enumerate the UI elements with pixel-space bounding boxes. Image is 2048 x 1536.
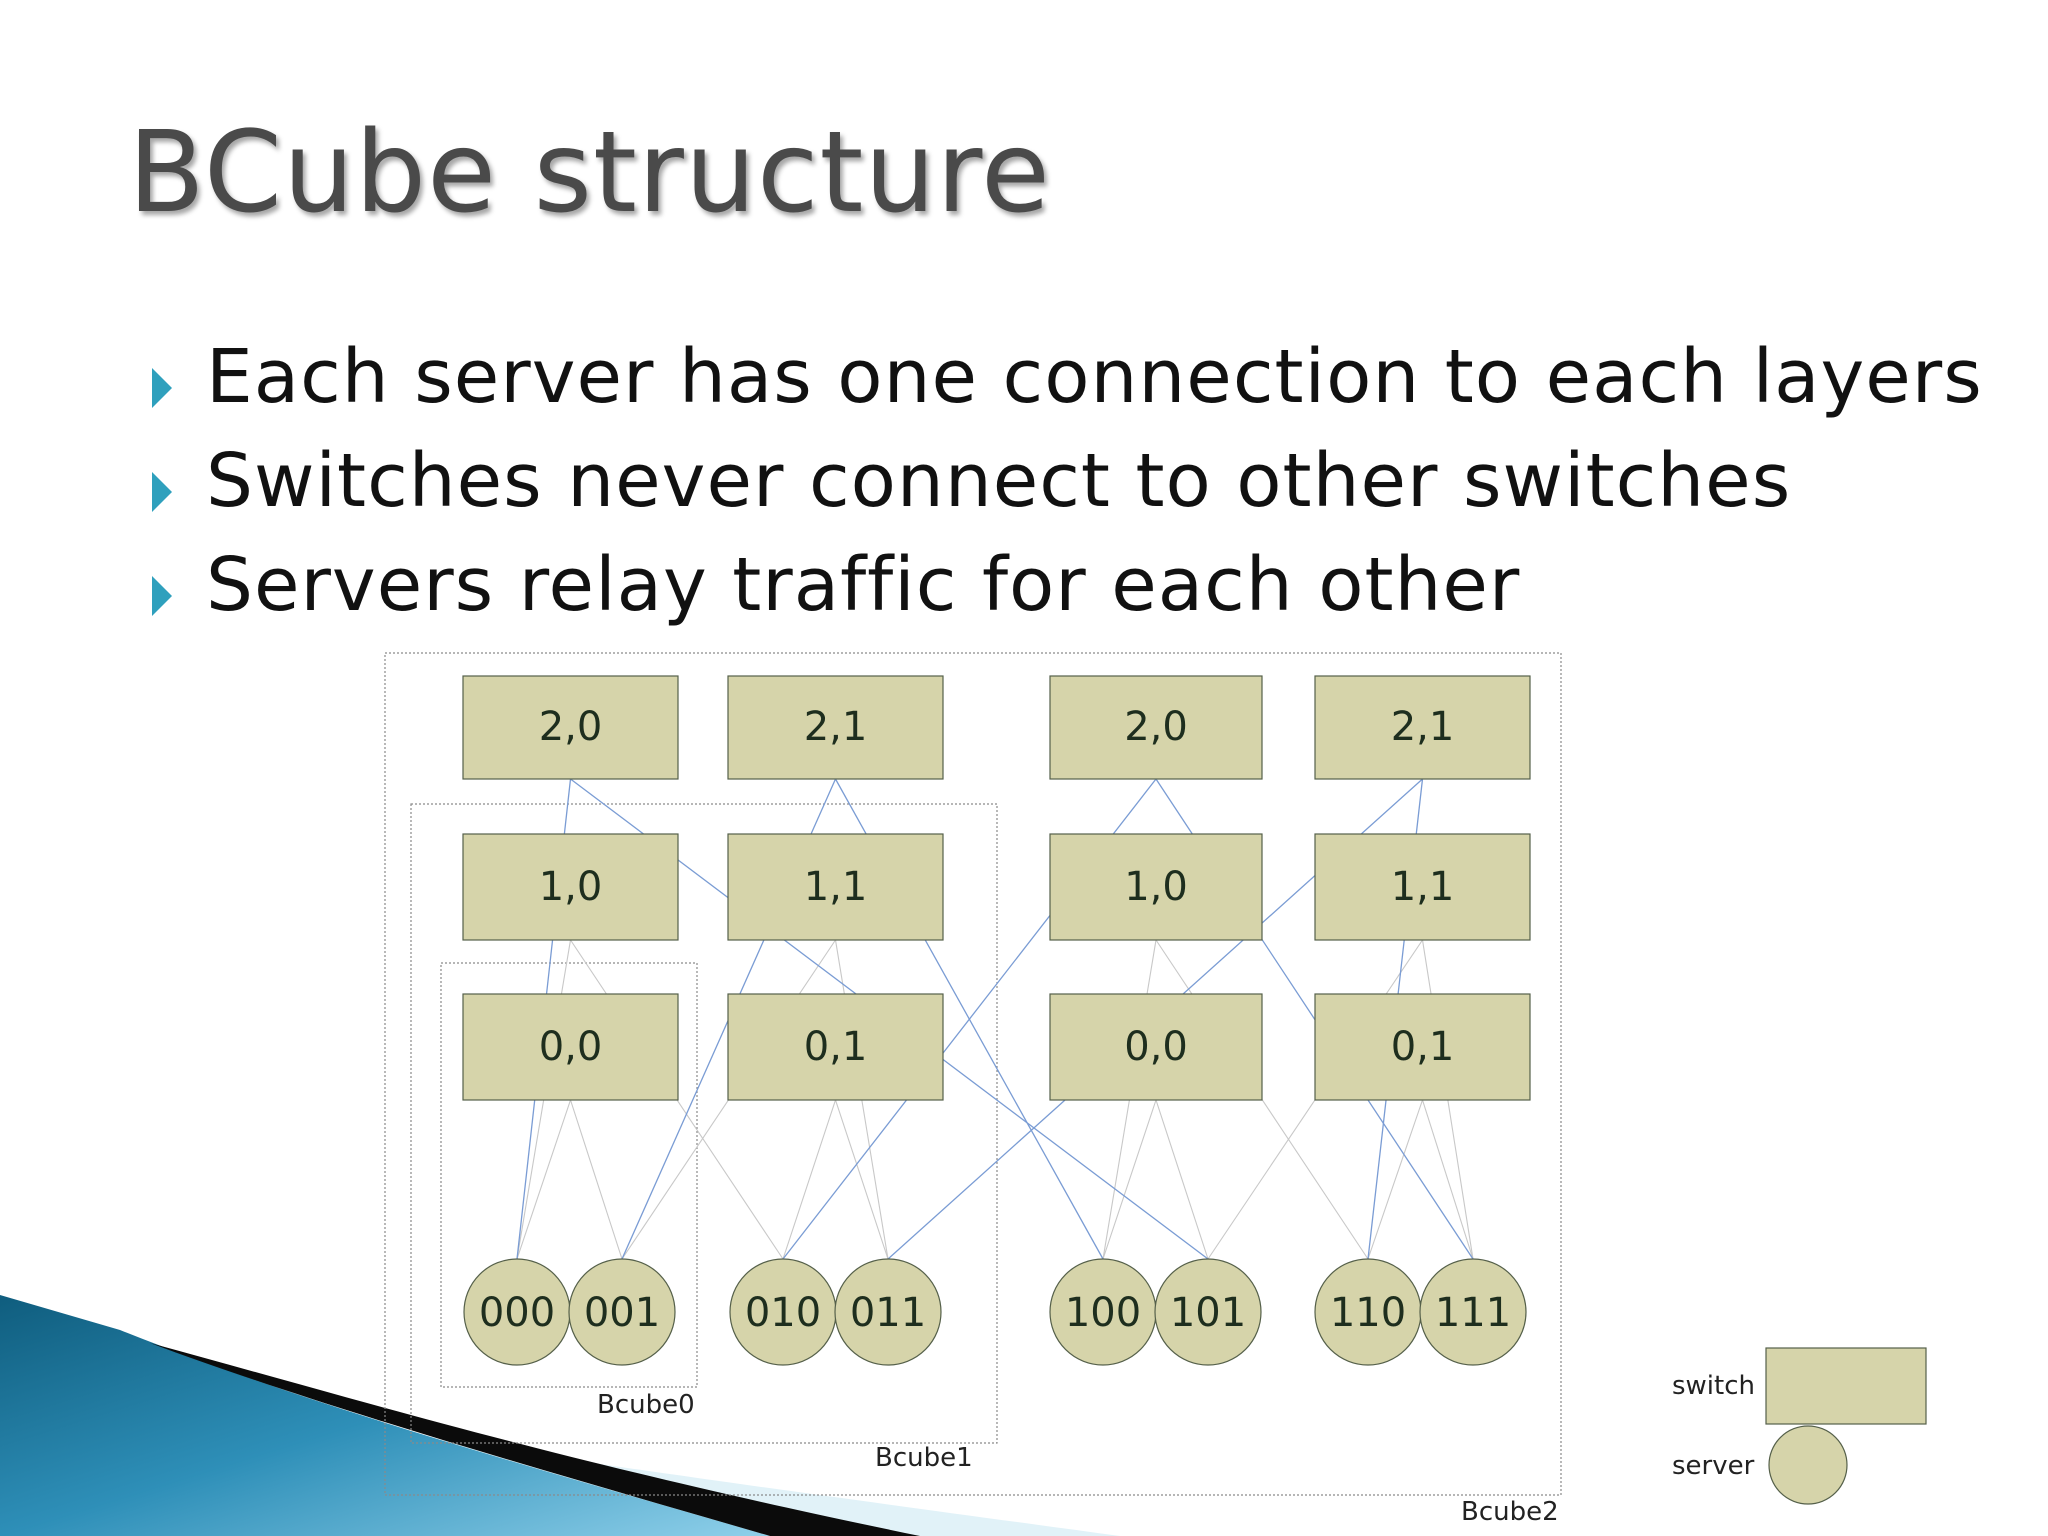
switch-row-level1: 1,0 1,1 1,0 1,1 [462, 833, 1531, 941]
bcube0-label: Bcube0 [597, 1390, 695, 1420]
server-node [1419, 1258, 1527, 1366]
bullet-triangle-icon [152, 576, 172, 616]
server-label: 000 [479, 1290, 555, 1336]
switch-box [1049, 993, 1263, 1101]
server-row: 000 001 010 011 100 101 110 111 [463, 1258, 1527, 1366]
switch-box [1314, 833, 1531, 941]
switch-label: 0,1 [804, 1024, 868, 1070]
switch-label: 0,0 [539, 1024, 603, 1070]
server-node [834, 1258, 942, 1366]
bullet-text: Switches never connect to other switches [206, 438, 1792, 524]
switch-box [1049, 833, 1263, 941]
bullet-text: Each server has one connection to each l… [206, 334, 1983, 420]
server-label: 010 [745, 1290, 821, 1336]
switch-box [1049, 675, 1263, 780]
legend-server-swatch [1768, 1425, 1848, 1505]
server-label: 100 [1065, 1290, 1141, 1336]
bullet-text: Servers relay traffic for each other [206, 542, 1521, 628]
bcube2-frame [384, 652, 1562, 1496]
switch-row-level2: 2,0 2,1 2,0 2,1 [462, 675, 1531, 780]
switch-box [462, 833, 679, 941]
bullet-triangle-icon [152, 368, 172, 408]
bcube1-label: Bcube1 [875, 1443, 973, 1473]
switch-box [462, 993, 679, 1101]
legend-switch-swatch [1765, 1347, 1927, 1425]
decoration-blue-wave [0, 1295, 770, 1536]
bcube0-frame [440, 962, 698, 1388]
switch-box [727, 833, 944, 941]
switch-label: 1,0 [539, 864, 603, 910]
switch-box [462, 675, 679, 780]
legend: switch server [1672, 1347, 1927, 1505]
corner-decoration [0, 1295, 1120, 1536]
bullet-triangle-icon [152, 472, 172, 512]
bcube1-frame [410, 803, 998, 1444]
slide-title: BCube structure [128, 108, 1051, 238]
level0-link [516, 1099, 572, 1260]
server-label: 001 [584, 1290, 660, 1336]
switch-box [727, 993, 944, 1101]
switch-box [1314, 675, 1531, 780]
level0-link [1155, 1099, 1209, 1260]
level0-link [782, 1099, 837, 1260]
level0-link [1102, 1099, 1157, 1260]
switch-label: 1,1 [1391, 864, 1455, 910]
server-label: 101 [1170, 1290, 1246, 1336]
switch-row-level0: 0,0 0,1 0,0 0,1 [462, 993, 1531, 1101]
level0-link [1421, 1099, 1474, 1260]
switch-label: 2,1 [804, 704, 868, 750]
legend-switch-label: switch [1672, 1371, 1755, 1401]
server-node [568, 1258, 676, 1366]
switch-label: 2,0 [539, 704, 603, 750]
switch-label: 1,1 [804, 864, 868, 910]
level0-link [569, 1099, 623, 1260]
switch-label: 2,0 [1124, 704, 1188, 750]
level0-link [1367, 1099, 1424, 1260]
server-label: 111 [1435, 1290, 1511, 1336]
switch-label: 0,1 [1391, 1024, 1455, 1070]
server-label: 011 [850, 1290, 926, 1336]
level0-link [834, 1099, 889, 1260]
switch-box [727, 675, 944, 780]
switch-label: 2,1 [1391, 704, 1455, 750]
server-label: 110 [1330, 1290, 1406, 1336]
switch-label: 0,0 [1124, 1024, 1188, 1070]
legend-server-label: server [1672, 1451, 1755, 1481]
switch-label: 1,0 [1124, 864, 1188, 910]
bcube2-label: Bcube2 [1461, 1497, 1559, 1527]
server-node [1154, 1258, 1262, 1366]
switch-box [1314, 993, 1531, 1101]
